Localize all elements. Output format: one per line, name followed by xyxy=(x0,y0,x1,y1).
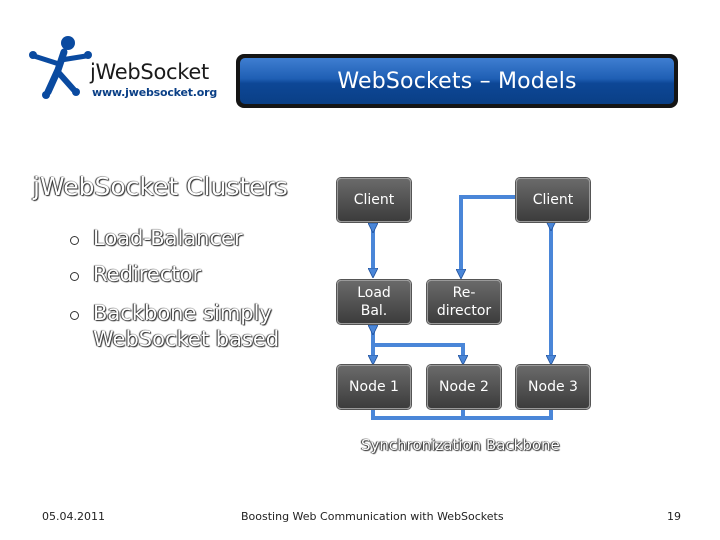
jwebsocket-logo xyxy=(28,34,208,104)
logo-name: jWebSocket xyxy=(90,60,209,84)
footer-title: Boosting Web Communication with WebSocke… xyxy=(241,510,504,523)
slide-title-bar: WebSockets – Models xyxy=(236,54,678,108)
redirector-label: Re-director xyxy=(436,285,492,319)
redirector-node: Re-director xyxy=(427,280,501,324)
slide-title-panel: WebSockets – Models xyxy=(240,58,674,104)
bullet-text: Load-Balancer xyxy=(93,226,243,250)
backbone-label: Synchronization Backbone xyxy=(361,436,560,454)
client-left-node: Client xyxy=(337,178,411,222)
bullet-dot-icon xyxy=(70,272,79,281)
logo-url: www.jwebsocket.org xyxy=(92,86,218,99)
load-balancer-label: Load Bal. xyxy=(357,285,391,319)
bullet-text: Redirector xyxy=(93,262,202,286)
client-right-node: Client xyxy=(516,178,590,222)
footer-page-number: 19 xyxy=(667,510,681,523)
bullet-dot-icon xyxy=(70,311,79,320)
slide-title: WebSockets – Models xyxy=(337,68,577,94)
bullet-item: Redirector xyxy=(70,261,270,287)
bullet-item: Backbone simply WebSocket based xyxy=(70,300,290,352)
node2: Node 2 xyxy=(427,365,501,409)
bullet-item: Load-Balancer xyxy=(70,225,270,251)
logo-figure-icon xyxy=(29,36,92,99)
node3: Node 3 xyxy=(516,365,590,409)
bullet-dot-icon xyxy=(70,236,79,245)
node1: Node 1 xyxy=(337,365,411,409)
bullet-text: Backbone simply WebSocket based xyxy=(93,301,280,351)
load-balancer-node: Load Bal. xyxy=(337,280,411,324)
footer-date: 05.04.2011 xyxy=(42,510,105,523)
arrow-client-redirector xyxy=(461,195,516,274)
section-heading: jWebSocket Clusters xyxy=(33,172,288,201)
arrow-loadbal-node2 xyxy=(373,343,463,360)
